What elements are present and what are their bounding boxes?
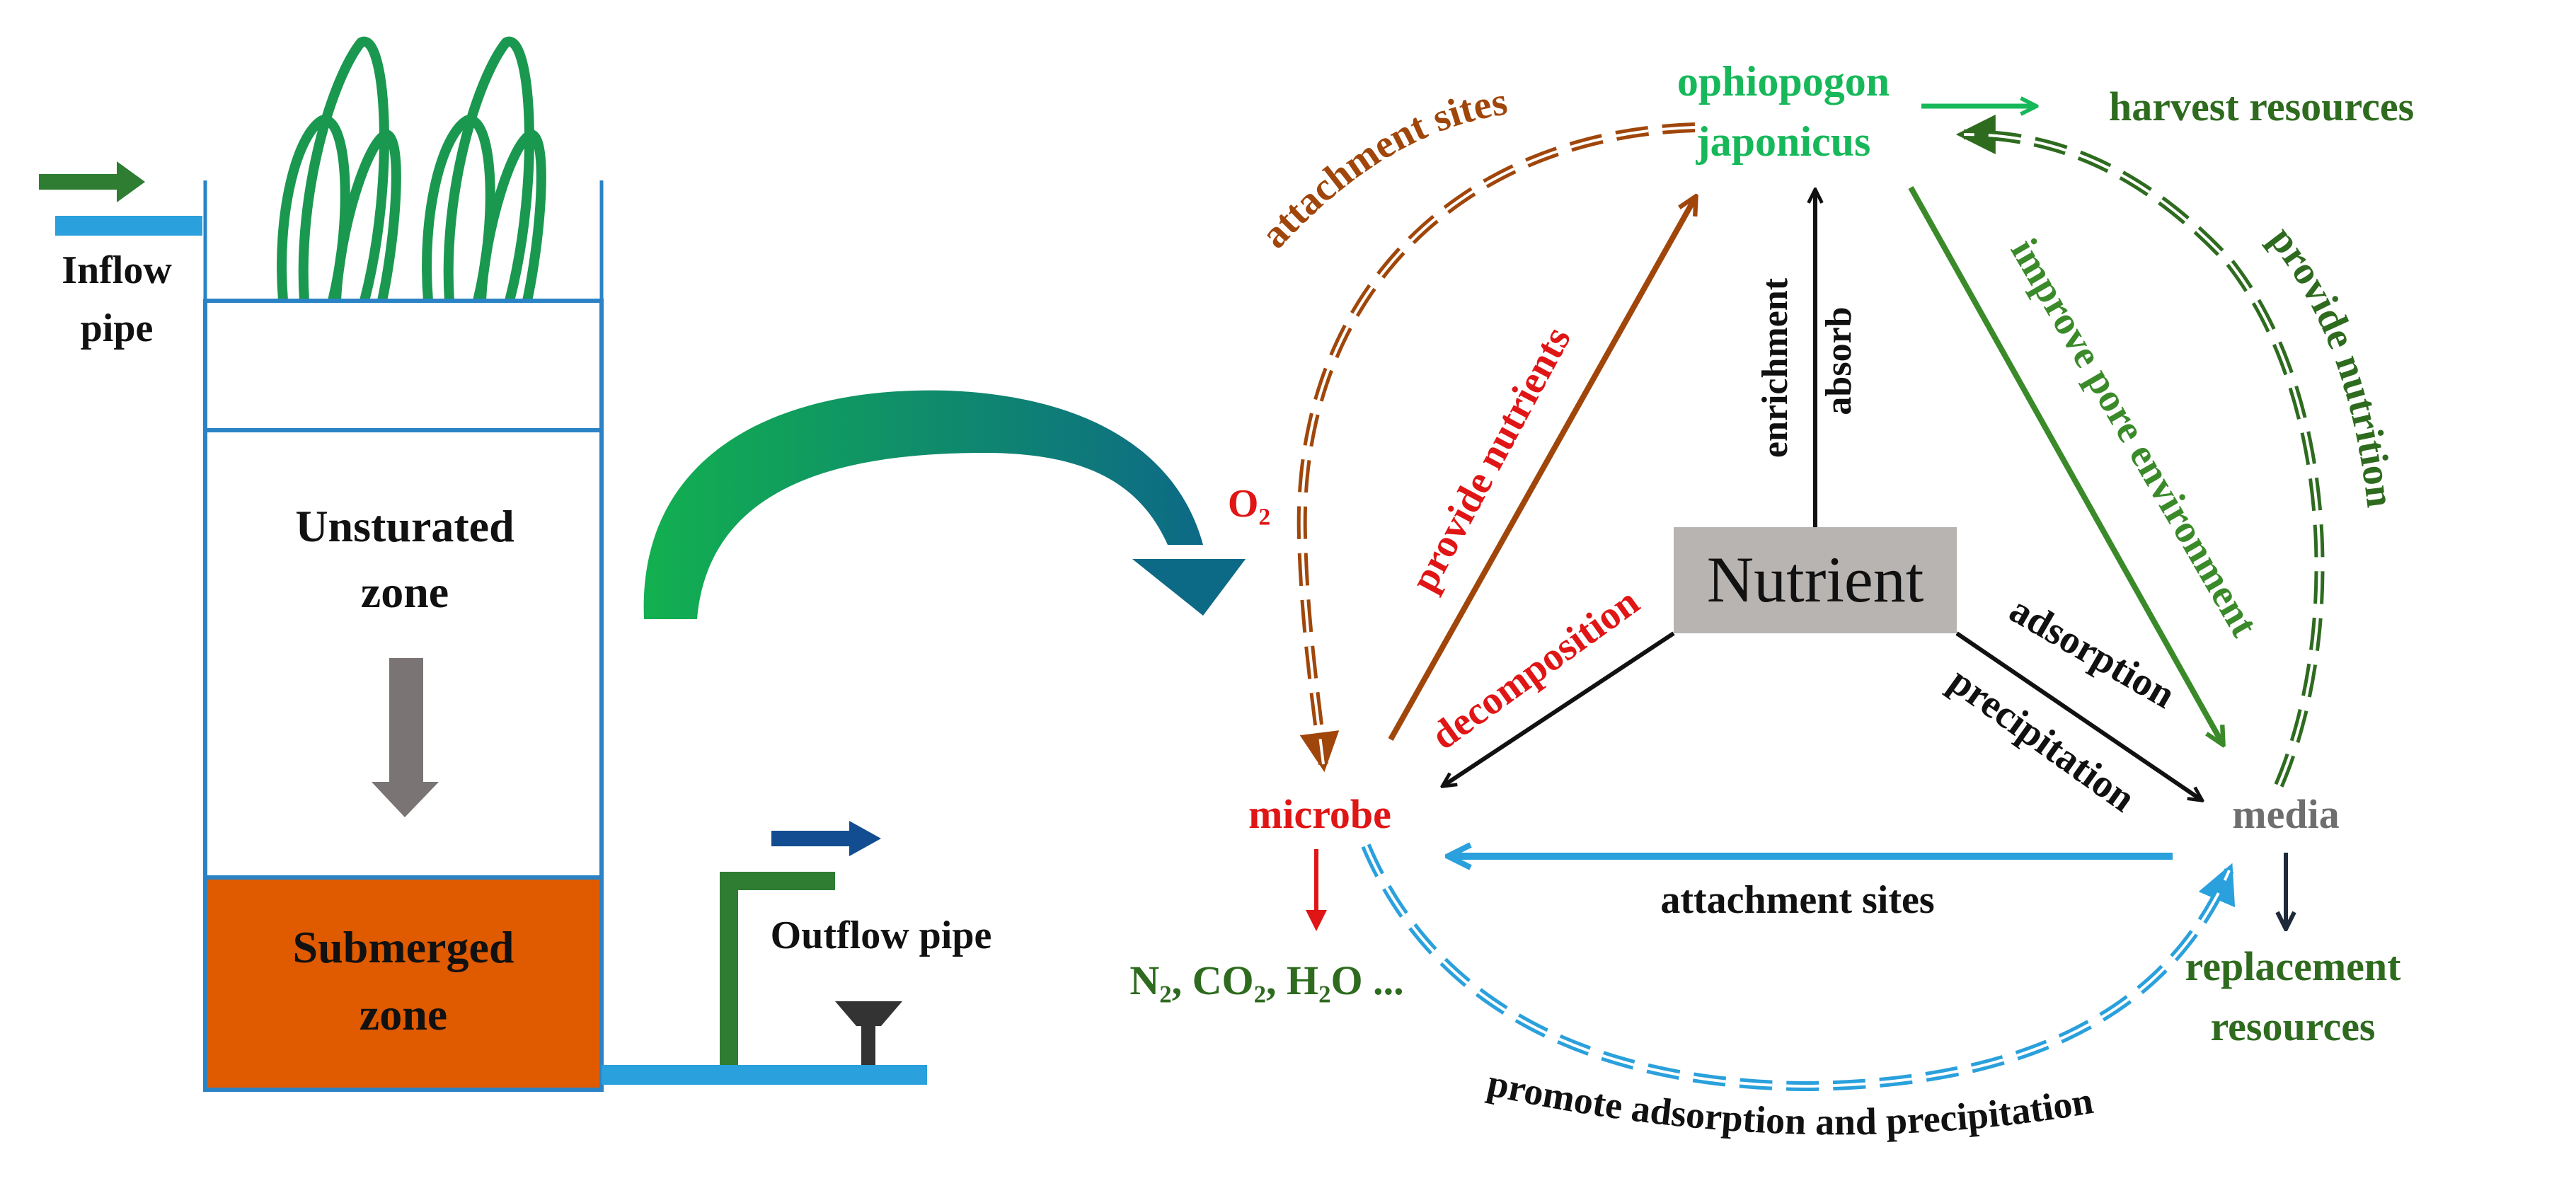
svg-text:attachment sites: attachment sites xyxy=(1253,79,1510,256)
promote-label: promote adsorption and precipitation xyxy=(1484,1061,2096,1143)
submerged-label-line2: zone xyxy=(360,989,447,1039)
submerged-label-line1: Submerged xyxy=(293,922,514,972)
nutrient-to-media-arrow xyxy=(1955,631,2201,800)
outflow-arrowhead xyxy=(849,821,881,856)
attachment-arc-label: attachment sites xyxy=(1253,79,1510,256)
inflow-label-line1: Inflow xyxy=(62,248,172,292)
curved-arrowhead xyxy=(1132,559,1246,616)
svg-text:enrichment: enrichment xyxy=(1755,277,1795,458)
svg-text:adsorption: adsorption xyxy=(2002,587,2183,717)
column-walls-top xyxy=(203,180,604,301)
svg-text:decomposition: decomposition xyxy=(1423,580,1647,759)
products-label: N₂, CO₂, H₂O ... xyxy=(1129,957,1403,1003)
replacement-label-line2: resources xyxy=(2210,1003,2375,1049)
top-layer xyxy=(203,299,604,432)
harvest-label: harvest resources xyxy=(2109,83,2414,129)
wetland-column: Inflow pipe Unsturated zone Submerged zo… xyxy=(39,36,992,1092)
replacement-label-line1: replacement xyxy=(2185,943,2402,989)
down-arrow-shaft xyxy=(389,658,423,785)
enrichment-label: enrichment xyxy=(1755,277,1795,458)
inflow-pipe xyxy=(55,216,202,236)
absorb-label: absorb xyxy=(1819,306,1859,415)
outflow-label: Outflow pipe xyxy=(771,914,992,957)
inflow-arrowhead xyxy=(117,161,145,202)
svg-text:absorb: absorb xyxy=(1819,306,1859,415)
outflow-pipe xyxy=(602,1065,927,1085)
decomposition-label: decomposition xyxy=(1423,580,1647,759)
nutrient-to-microbe-arrow xyxy=(1444,631,1675,785)
plant-node-line2: japonicus xyxy=(1696,118,1871,165)
valve-icon xyxy=(835,1001,902,1065)
nutrient-box xyxy=(1674,527,1957,633)
microbe-to-plant-arrow xyxy=(1388,198,1695,741)
plant-to-media-arrow xyxy=(1908,186,2222,743)
outflow-riser xyxy=(720,872,835,1065)
grass-loops-icon xyxy=(277,36,546,306)
nutrient-cycle: Nutrient ophiopogon japonicus microbe me… xyxy=(1129,58,2414,1143)
unsaturated-label-line1: Unsturated xyxy=(295,501,514,551)
microbe-node: microbe xyxy=(1248,791,1391,837)
curved-arrow-icon xyxy=(643,390,1203,619)
adsorption-label: adsorption xyxy=(2002,587,2183,717)
plant-node-line1: ophiopogon xyxy=(1677,58,1890,105)
nutrient-label: Nutrient xyxy=(1707,543,1924,616)
submerged-zone xyxy=(203,875,604,1092)
down-arrow-icon xyxy=(372,782,439,817)
unsaturated-label-line2: zone xyxy=(361,567,449,617)
media-node: media xyxy=(2232,791,2339,837)
inflow-label-line2: pipe xyxy=(81,306,154,350)
o2-label: O₂ xyxy=(1228,482,1270,526)
svg-text:promote adsorption and precipi: promote adsorption and precipitation xyxy=(1484,1061,2096,1143)
attachment-bottom-label: attachment sites xyxy=(1660,878,1934,922)
